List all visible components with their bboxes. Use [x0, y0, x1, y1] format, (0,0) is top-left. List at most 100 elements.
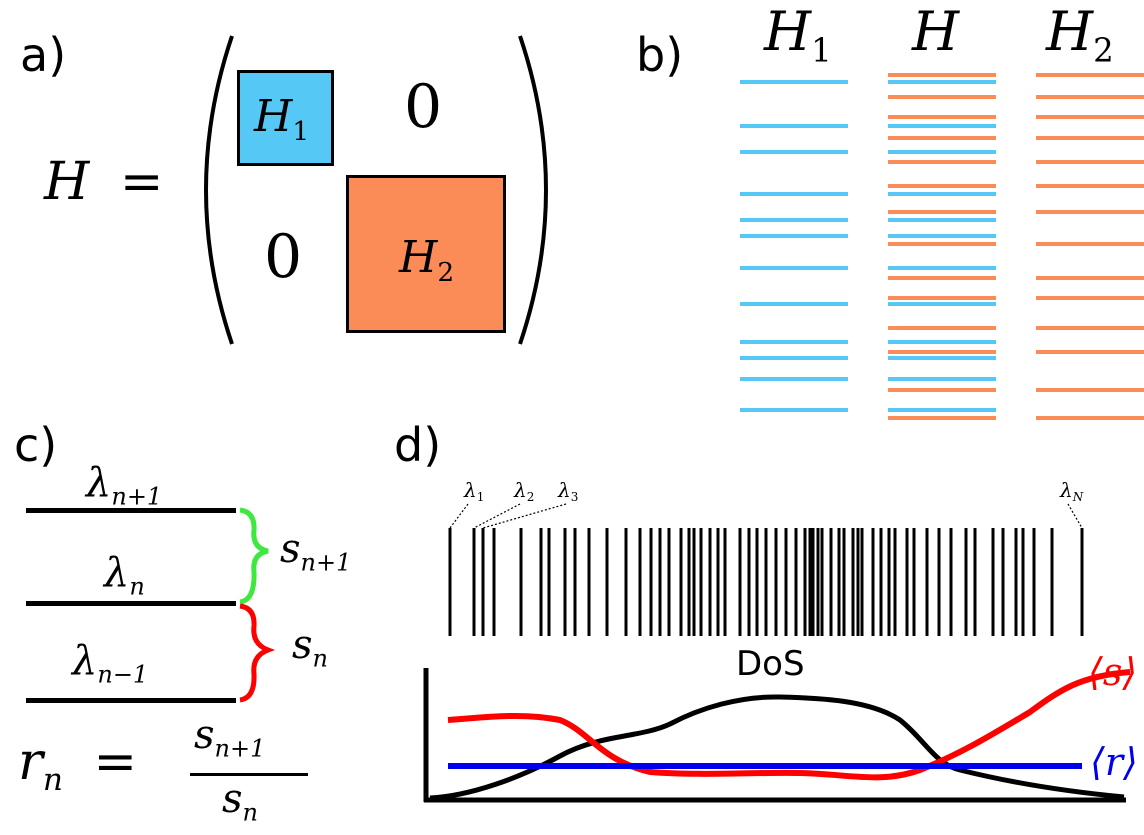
col-h-header: H — [912, 0, 960, 63]
h-level-from-h2 — [888, 276, 996, 280]
hamiltonian-lhs: H = — [44, 152, 163, 212]
lambda-n-plus-1: λn+1 — [86, 460, 163, 511]
leader-lambda-n — [1067, 503, 1083, 529]
panel-b-label: b) — [636, 28, 684, 82]
level-line-middle — [26, 601, 236, 606]
h-level-from-h2 — [888, 416, 996, 420]
ratio-fraction-bar — [190, 773, 308, 776]
h1-level — [740, 150, 848, 154]
h1-level — [740, 377, 848, 381]
h-level-from-h2 — [888, 73, 996, 77]
h-level-from-h1 — [888, 356, 996, 360]
mean-r-label: ⟨r⟩ — [1090, 740, 1138, 784]
lambda-n: λn — [104, 550, 145, 601]
h-level-from-h1 — [888, 124, 996, 128]
label-lambda-3: λ3 — [558, 478, 579, 505]
h-level-from-h2 — [888, 242, 996, 246]
h1-level — [740, 302, 848, 306]
ratio-lhs: rn = — [18, 732, 138, 798]
brace-red — [239, 603, 276, 703]
h-level-from-h1 — [888, 340, 996, 344]
h-level-from-h1 — [888, 218, 996, 222]
leader-lambda-3 — [482, 503, 567, 529]
panel-c-label: c) — [14, 418, 58, 472]
col-h2-header: H2 — [1046, 0, 1114, 70]
panel-a-label: a) — [20, 28, 67, 82]
leader-lambda-1 — [449, 503, 469, 529]
ratio-numerator: sn+1 — [194, 712, 266, 763]
lhs-equals: = — [119, 152, 164, 212]
zero-top-right: 0 — [404, 72, 443, 142]
h-level-from-h2 — [888, 210, 996, 214]
h2-level — [1036, 416, 1144, 420]
panel-d-label: d) — [394, 418, 442, 472]
h1-level — [740, 218, 848, 222]
h-level-from-h1 — [888, 234, 996, 238]
h1-level — [740, 356, 848, 360]
h2-level — [1036, 184, 1144, 188]
s-n: sn — [292, 622, 328, 673]
right-parenthesis — [518, 35, 548, 345]
ratio-denominator: sn — [222, 776, 258, 827]
h-level-from-h2 — [888, 388, 996, 392]
level-line-bottom — [26, 698, 236, 703]
mean-s-label: ⟨s⟩ — [1088, 650, 1138, 694]
h-level-from-h1 — [888, 302, 996, 306]
ratio-equals: = — [93, 732, 138, 792]
h2-level — [1036, 276, 1144, 280]
h2-level — [1036, 210, 1144, 214]
h2-level — [1036, 95, 1144, 99]
mean-s-curve — [447, 669, 1131, 781]
lambda-n-minus-1: λn−1 — [72, 638, 149, 689]
h-level-from-h2 — [888, 350, 996, 354]
h-level-from-h1 — [888, 192, 996, 196]
block-h2-label: H2 — [399, 232, 455, 289]
h-level-from-h1 — [888, 377, 996, 381]
leader-lambda-2 — [473, 503, 521, 529]
block-h1-label: H1 — [254, 91, 310, 148]
h-level-from-h2 — [888, 160, 996, 164]
left-parenthesis — [204, 35, 234, 345]
h-level-from-h2 — [888, 136, 996, 140]
h1-level — [740, 340, 848, 344]
h2-level — [1036, 136, 1144, 140]
h2-level — [1036, 160, 1144, 164]
h2-level — [1036, 326, 1144, 330]
h-level-from-h2 — [888, 326, 996, 330]
s-n-plus-1: sn+1 — [280, 526, 352, 577]
label-lambda-2: λ2 — [514, 478, 535, 505]
h1-level — [740, 124, 848, 128]
level-line-top — [26, 508, 236, 513]
h-level-from-h1 — [888, 266, 996, 270]
h1-level — [740, 408, 848, 412]
block-h1: H1 — [237, 70, 334, 166]
h-level-from-h1 — [888, 408, 996, 412]
zero-bottom-left: 0 — [264, 222, 303, 292]
h1-level — [740, 80, 848, 84]
h1-level — [740, 234, 848, 238]
col-h1-header: H1 — [764, 0, 832, 70]
brace-green — [239, 507, 269, 605]
h-level-from-h2 — [888, 296, 996, 300]
h2-level — [1036, 242, 1144, 246]
h2-level — [1036, 115, 1144, 119]
label-lambda-n: λN — [1060, 478, 1084, 505]
h2-level — [1036, 350, 1144, 354]
dos-label: DoS — [736, 644, 805, 684]
h-level-from-h2 — [888, 184, 996, 188]
dos-curve — [429, 694, 1125, 801]
h-level-from-h1 — [888, 150, 996, 154]
h2-level — [1036, 73, 1144, 77]
h2-level — [1036, 388, 1144, 392]
h1-level — [740, 192, 848, 196]
h1-level — [740, 266, 848, 270]
block-h2: H2 — [346, 175, 506, 333]
h-level-from-h1 — [888, 80, 996, 84]
h2-level — [1036, 296, 1144, 300]
label-lambda-1: λ1 — [464, 478, 485, 505]
